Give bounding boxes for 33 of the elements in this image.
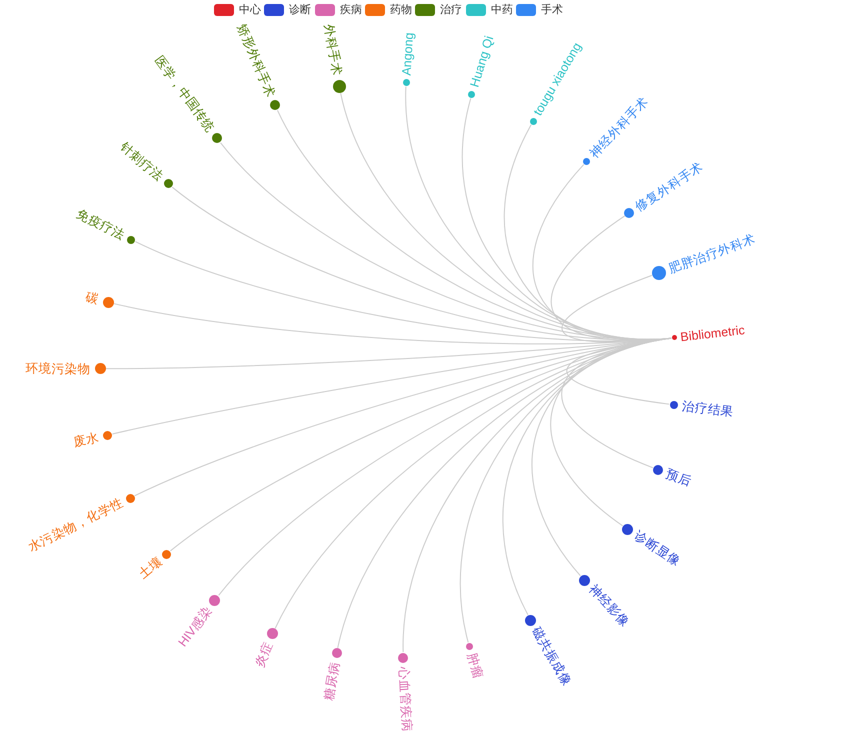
node-label: 土壤 — [136, 554, 164, 582]
node-label: HIV感染 — [176, 604, 215, 650]
legend-label: 手术 — [541, 3, 563, 17]
node-label: 免疫疗法 — [74, 206, 128, 242]
node-label: 碳 — [84, 290, 100, 307]
node-label: 炎症 — [252, 640, 276, 670]
node-label: Angong — [400, 32, 416, 76]
node-label: 心血管疾病 — [396, 666, 414, 732]
node-label: 预后 — [664, 466, 694, 488]
node-label: 治疗结果 — [681, 398, 734, 419]
node-label: 修复外科手术 — [633, 160, 706, 214]
node-label: 糖尿病 — [321, 660, 342, 702]
legend-label: 疾病 — [340, 3, 362, 17]
legend-label: 中药 — [491, 3, 513, 17]
node-label: 针刺疗法 — [118, 139, 166, 184]
node-label: 神经影像 — [586, 582, 632, 630]
node-label: 肥胖治疗外科术 — [667, 232, 758, 276]
node-label: 矫形外科手术 — [234, 22, 278, 100]
legend-label: 药物 — [390, 3, 412, 17]
node-label: Huang Qi — [467, 34, 496, 90]
node-label: 环境污染物 — [25, 361, 91, 376]
node-label: 水污染物，化学性 — [26, 496, 126, 554]
node-label: 废水 — [72, 430, 101, 450]
node-label: 肿瘤 — [464, 652, 486, 680]
legend-label: 诊断 — [289, 3, 311, 17]
node-label: 外科手术 — [322, 23, 344, 77]
node-label: Bibliometric — [680, 323, 746, 344]
legend-label: 中心 — [239, 3, 261, 17]
node-label: 医学，中国传统 — [152, 54, 218, 136]
node-label: 诊断显像 — [632, 528, 683, 570]
legend-label: 治疗 — [440, 3, 462, 17]
node-label: 神经外科手术 — [586, 94, 651, 161]
node-label: 磁共振成像 — [529, 624, 574, 688]
